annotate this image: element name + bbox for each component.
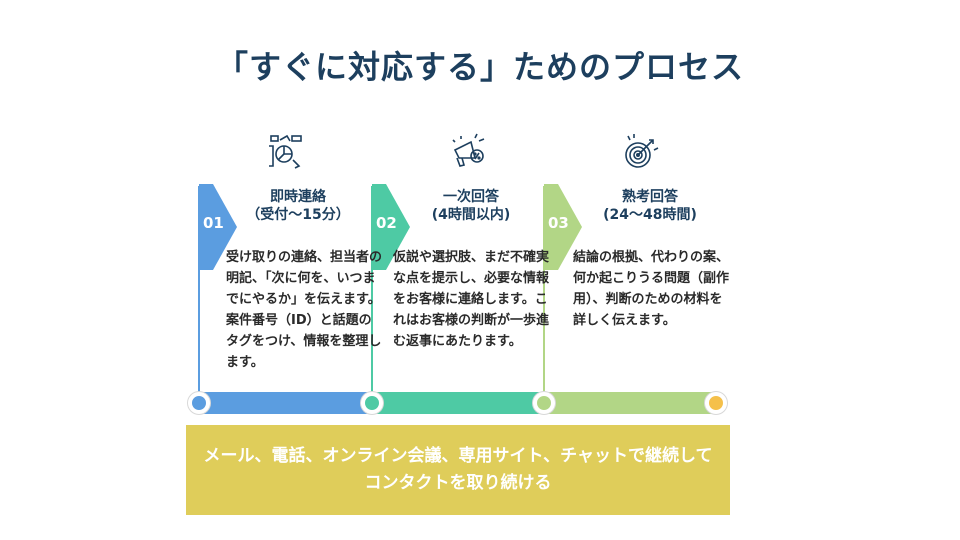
- timeline-segment-2: [372, 392, 544, 414]
- timeline-segment-1: [199, 392, 372, 414]
- step-2-stem: [371, 186, 373, 396]
- step-3-title: 熟考回答 (24〜48時間): [565, 188, 735, 224]
- megaphone-icon: [449, 132, 489, 172]
- step-1-number: 01: [203, 214, 224, 232]
- step-2-title-main: 一次回答: [443, 189, 499, 205]
- step-3-number: 03: [548, 214, 569, 232]
- step-2-title-time: (4時間以内): [431, 207, 511, 223]
- contact-channels-text: メール、電話、オンライン会議、専用サイト、チャットで継続してコンタクトを取り続け…: [203, 446, 713, 493]
- step-3-title-main: 熟考回答: [622, 189, 678, 205]
- step-3-description: 結論の根拠、代わりの案、何か起こりうる問題（副作用）、判断のための材料を詳しく伝…: [573, 250, 730, 328]
- timeline-segment-3: [544, 392, 716, 414]
- step-1-description: 受け取りの連絡、担当者の明記、「次に何を、いつまでにやるか」を伝えます。案件番号…: [226, 250, 383, 370]
- step-2-flag: 02: [372, 184, 410, 270]
- timeline-dot-1: [188, 392, 210, 414]
- step-1-title-main: 即時連絡: [270, 189, 326, 205]
- step-2-number: 02: [376, 214, 397, 232]
- contact-channels-box: メール、電話、オンライン会議、専用サイト、チャットで継続してコンタクトを取り続け…: [186, 425, 730, 515]
- step-2-description: 仮説や選択肢、まだ不確実な点を提示し、必要な情報をお客様に連絡します。これはお客…: [393, 250, 550, 349]
- step-1-flag: 01: [199, 184, 237, 270]
- step-1-title: 即時連絡 （受付〜15分）: [213, 188, 383, 224]
- timeline-dot-end: [705, 392, 727, 414]
- step-2-title: 一次回答 (4時間以内): [386, 188, 556, 224]
- timeline-dot-3: [533, 392, 555, 414]
- timeline-dot-2: [361, 392, 383, 414]
- step-3-flag: 03: [544, 184, 582, 270]
- step-3-stem: [543, 186, 545, 396]
- step-1-stem: [198, 186, 200, 396]
- step-1-title-time: （受付〜15分）: [246, 207, 350, 223]
- target-icon: [620, 132, 660, 172]
- step-3-title-time: (24〜48時間): [603, 207, 697, 223]
- page-title: 「すぐに対応する」ためのプロセス: [215, 48, 744, 86]
- presentation-chart-icon: [265, 132, 305, 172]
